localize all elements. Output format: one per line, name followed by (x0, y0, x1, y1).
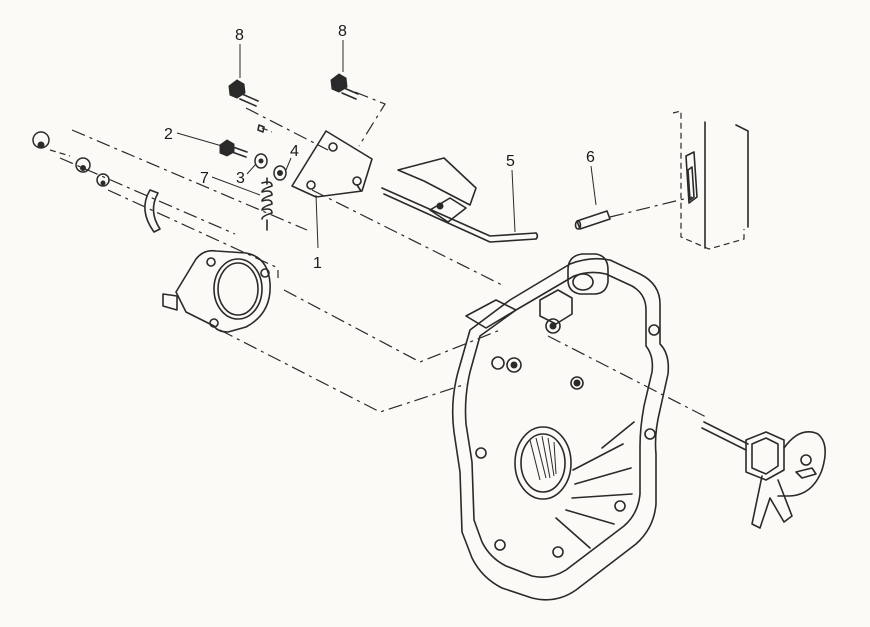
spring-7-icon (261, 177, 273, 231)
tube-6 (574, 210, 611, 230)
callout-labels: 1 2 3 4 5 6 7 8 8 (164, 23, 595, 272)
callout-7: 7 (200, 170, 209, 187)
callout-4: 4 (290, 143, 299, 160)
callout-8-left: 8 (235, 27, 244, 44)
callout-5: 5 (506, 153, 515, 170)
stud-small-icon (257, 124, 273, 133)
callout-6: 6 (586, 149, 595, 166)
gear-housing (451, 253, 670, 601)
washer-4-icon (273, 165, 287, 181)
bolt-2-icon (219, 139, 248, 158)
bolt-8-right-icon (330, 73, 359, 100)
flange-ring-plate (162, 249, 271, 333)
rod-5 (381, 157, 539, 243)
callout-leaders (176, 40, 597, 249)
left-small-parts (32, 131, 110, 187)
callout-1: 1 (313, 255, 322, 272)
curved-clip (144, 189, 161, 233)
bolt-8-left-icon (228, 79, 259, 107)
assembly-lines (59, 91, 709, 419)
bracket-plate-1 (291, 130, 373, 198)
callout-8-right: 8 (338, 23, 347, 40)
callout-3: 3 (236, 170, 245, 187)
washer-3-icon (254, 153, 268, 169)
lever-shaft-assembly (701, 421, 826, 529)
side-panel-outline (672, 110, 749, 250)
callout-2: 2 (164, 126, 173, 143)
